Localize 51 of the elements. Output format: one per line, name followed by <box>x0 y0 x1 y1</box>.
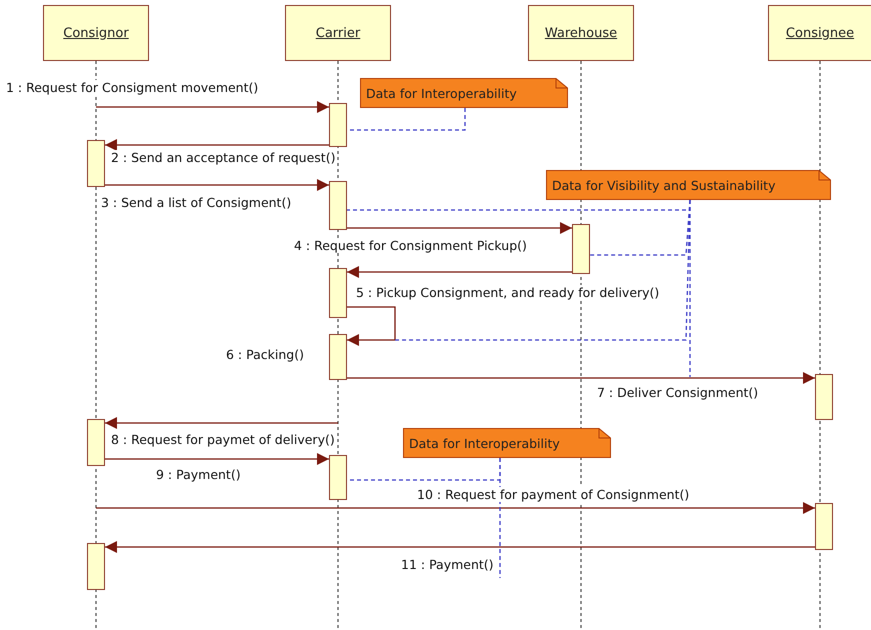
message-arrow <box>347 222 572 234</box>
participant-name: Warehouse <box>544 26 618 40</box>
message-arrow <box>105 139 329 151</box>
message-arrow <box>105 453 329 465</box>
note-text: Data for Visibility and Sustainability <box>552 178 776 192</box>
participant-name: Consignee <box>786 26 854 40</box>
message-arrow <box>96 101 329 113</box>
note <box>360 78 568 108</box>
message-arrow <box>105 179 329 191</box>
activation-bar <box>329 181 347 230</box>
message-label: 5 : Pickup Consignment, and ready for delivery() <box>355 285 660 300</box>
activation-bar <box>87 419 105 466</box>
message-label: 8 : Request for paymet of delivery() <box>110 432 336 447</box>
message-label: 9 : Payment() <box>155 467 242 482</box>
note <box>546 170 831 200</box>
message-arrow <box>347 372 815 384</box>
lifeline-head <box>528 5 634 61</box>
lifeline-head <box>285 5 391 61</box>
message-label: 2 : Send an acceptance of request() <box>110 150 336 165</box>
activation-bar <box>87 140 105 187</box>
participant-name: Carrier <box>316 26 360 40</box>
message-label: 3 : Send a list of Consigment() <box>100 195 292 210</box>
note-connector <box>347 108 466 131</box>
message-arrow <box>105 417 338 429</box>
activation-bar <box>815 503 833 550</box>
message-arrow <box>96 502 815 514</box>
message-label: 7 : Deliver Consignment() <box>596 385 760 400</box>
message-label: 11 : Payment() <box>400 557 495 572</box>
message-label: 4 : Request for Consignment Pickup() <box>293 238 528 253</box>
lifeline-head <box>43 5 149 61</box>
activation-bar <box>329 455 347 500</box>
activation-bar <box>329 268 347 318</box>
message-arrow <box>347 306 396 346</box>
note <box>403 428 611 458</box>
message-arrow <box>105 541 815 553</box>
message-label: 10 : Request for payment of Consignment() <box>416 487 690 502</box>
note-connector <box>590 200 691 256</box>
activation-bar <box>815 374 833 420</box>
note-text: Data for Interoperability <box>409 436 560 450</box>
note-connector <box>499 458 501 578</box>
note-text: Data for Interoperability <box>366 86 517 100</box>
activation-bar <box>329 103 347 147</box>
note-connector <box>689 200 691 377</box>
lifeline-head <box>768 5 871 61</box>
activation-bar <box>329 334 347 380</box>
participant-name: Consignor <box>63 26 129 40</box>
message-label: 1 : Request for Consigment movement() <box>5 80 260 95</box>
message-arrow <box>347 266 572 278</box>
message-label: 6 : Packing() <box>225 347 305 362</box>
activation-bar <box>572 224 590 274</box>
activation-bar <box>87 543 105 590</box>
